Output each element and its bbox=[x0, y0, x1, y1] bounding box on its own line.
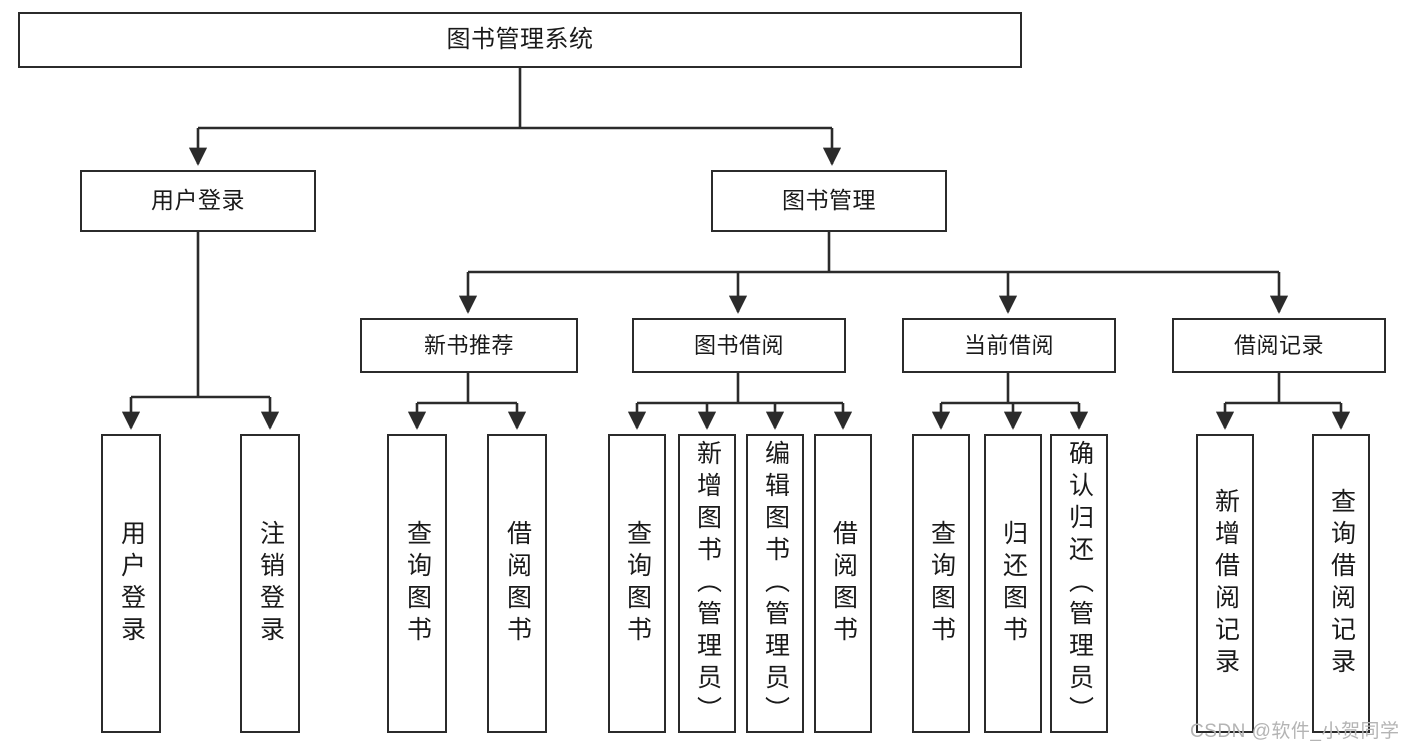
leaf-query-book-cu[interactable]: 查询图书 bbox=[912, 434, 970, 733]
leaf-add-book-admin-label: 新增图书（管理员） bbox=[693, 439, 722, 728]
leaf-user-login[interactable]: 用户登录 bbox=[101, 434, 161, 733]
leaf-logout-label: 注销登录 bbox=[256, 519, 285, 648]
leaf-query-book-cu-label: 查询图书 bbox=[927, 519, 956, 648]
leaf-query-book-nb-label: 查询图书 bbox=[403, 519, 432, 648]
leaf-return-book[interactable]: 归还图书 bbox=[984, 434, 1042, 733]
leaf-query-borrow-record-label: 查询借阅记录 bbox=[1327, 487, 1356, 680]
node-new-book-recommend[interactable]: 新书推荐 bbox=[360, 318, 578, 373]
leaf-edit-book-admin-label: 编辑图书（管理员） bbox=[761, 439, 790, 728]
node-current-borrow-label: 当前借阅 bbox=[963, 332, 1054, 358]
node-book-management[interactable]: 图书管理 bbox=[711, 170, 947, 232]
leaf-confirm-return-admin-label: 确认归还（管理员） bbox=[1065, 439, 1094, 728]
node-new-book-recommend-label: 新书推荐 bbox=[423, 332, 514, 358]
node-book-borrow[interactable]: 图书借阅 bbox=[632, 318, 846, 373]
node-book-management-label: 图书管理 bbox=[782, 187, 876, 214]
leaf-edit-book-admin[interactable]: 编辑图书（管理员） bbox=[746, 434, 804, 733]
leaf-add-book-admin[interactable]: 新增图书（管理员） bbox=[678, 434, 736, 733]
node-user-login-label: 用户登录 bbox=[151, 187, 245, 214]
leaf-add-borrow-record-label: 新增借阅记录 bbox=[1211, 487, 1240, 680]
leaf-query-borrow-record[interactable]: 查询借阅记录 bbox=[1312, 434, 1370, 733]
leaf-confirm-return-admin[interactable]: 确认归还（管理员） bbox=[1050, 434, 1108, 733]
leaf-return-book-label: 归还图书 bbox=[999, 519, 1028, 648]
watermark: CSDN @软件_小贺同学 bbox=[1190, 721, 1400, 742]
leaf-borrow-book-bo[interactable]: 借阅图书 bbox=[814, 434, 872, 733]
leaf-user-login-label: 用户登录 bbox=[117, 519, 146, 648]
leaf-borrow-book-bo-label: 借阅图书 bbox=[829, 519, 858, 648]
node-current-borrow[interactable]: 当前借阅 bbox=[902, 318, 1116, 373]
leaf-borrow-book-nb[interactable]: 借阅图书 bbox=[487, 434, 547, 733]
leaf-borrow-book-nb-label: 借阅图书 bbox=[503, 519, 532, 648]
leaf-add-borrow-record[interactable]: 新增借阅记录 bbox=[1196, 434, 1254, 733]
node-root-label: 图书管理系统 bbox=[446, 25, 594, 53]
node-book-borrow-label: 图书借阅 bbox=[693, 332, 784, 358]
leaf-query-book-bo-label: 查询图书 bbox=[623, 519, 652, 648]
node-root[interactable]: 图书管理系统 bbox=[18, 12, 1022, 68]
leaf-logout[interactable]: 注销登录 bbox=[240, 434, 300, 733]
node-user-login[interactable]: 用户登录 bbox=[80, 170, 316, 232]
leaf-query-book-bo[interactable]: 查询图书 bbox=[608, 434, 666, 733]
node-borrow-records[interactable]: 借阅记录 bbox=[1172, 318, 1386, 373]
leaf-query-book-nb[interactable]: 查询图书 bbox=[387, 434, 447, 733]
node-borrow-records-label: 借阅记录 bbox=[1233, 332, 1324, 358]
